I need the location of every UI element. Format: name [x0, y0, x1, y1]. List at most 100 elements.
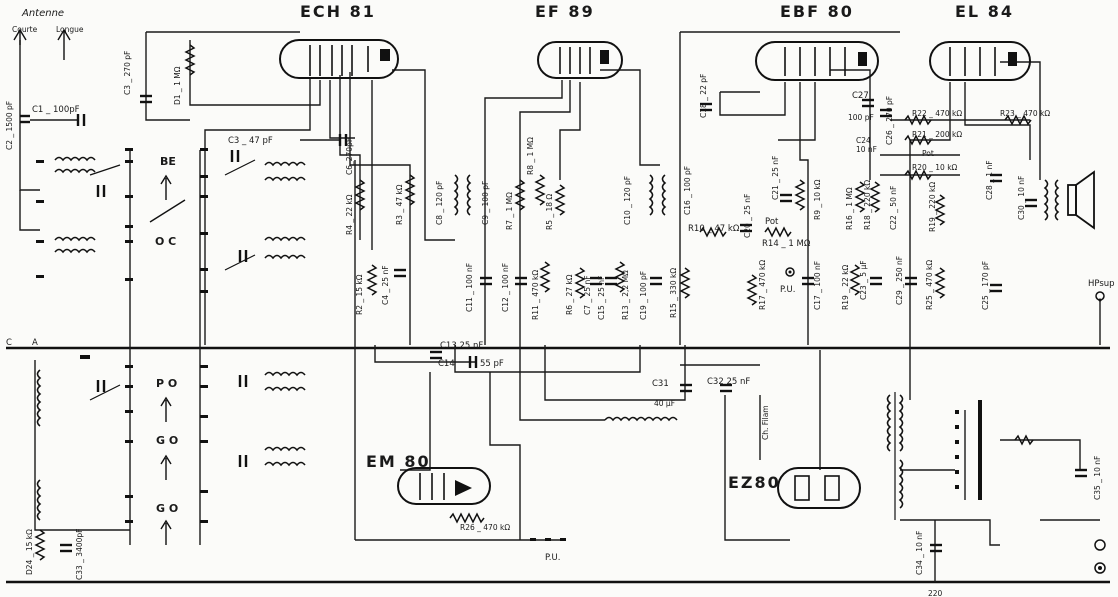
c24-value: 10 nF	[856, 145, 877, 154]
r19b-label: R19 _ 22 kΩ	[841, 264, 850, 310]
r26-label: R26 _ 470 kΩ	[460, 523, 510, 532]
antenna-title: Antenne	[21, 8, 64, 19]
c1-label: C1 _ 100pF	[32, 105, 80, 115]
em80-label: EM 80	[366, 452, 431, 471]
tube-ech81	[279, 39, 399, 79]
c25-label: C25 _ 170 pF	[981, 261, 990, 310]
el84-label: EL 84	[955, 2, 1014, 21]
r9-label: R9 _ 10 kΩ	[813, 179, 822, 220]
antenna-courte: Courte	[12, 25, 38, 34]
r4-label: R4 _ 22 kΩ	[345, 194, 354, 235]
c12-label: C12 _ 100 nF	[501, 263, 510, 312]
pot2-label: Pot	[922, 149, 934, 158]
wiring	[6, 31, 1110, 584]
capacitor-group	[20, 94, 1087, 553]
d24-label: D24 _ 15 kΩ	[25, 529, 34, 575]
c5-label: C3 _ 47 pF	[228, 136, 273, 146]
antenna-labels: Antenne Courte Longue	[12, 8, 84, 34]
c22-label: C22 _ 50 nF	[889, 186, 898, 230]
c35-label: C35 _ 10 nF	[1093, 456, 1102, 500]
r25-label: R25 _ 470 kΩ	[925, 260, 934, 310]
c19-label: C19 _ 100 pF	[639, 271, 648, 320]
resistor-group	[34, 44, 1034, 561]
c15-label: C15 _ 25 nF	[597, 276, 606, 320]
hp-label: HPsup	[1088, 279, 1115, 289]
c11-label: C11 _ 100 nF	[465, 263, 474, 312]
loudspeaker-icon	[1067, 170, 1095, 230]
c20-label: C20 _ 25 nF	[743, 194, 752, 238]
c7-label: C7 _ 25 nF	[583, 275, 592, 315]
tube-ez80	[777, 467, 861, 509]
r8-label: R8 _ 1 MΩ	[526, 137, 535, 175]
c9-label: C9 _ 100 pF	[481, 181, 490, 225]
c16-label: C16 _ 100 pF	[683, 166, 692, 215]
c10-label: C10 _ 120 pF	[623, 176, 632, 225]
component-labels: C1 _ 100pF C2 _ 1500 pF C3 _ 270 pF C3 _…	[5, 51, 1115, 597]
tube-em80	[397, 467, 491, 505]
r2-label: R2 _ 15 kΩ	[355, 274, 364, 315]
c13-label: C13 25 nF	[440, 341, 483, 351]
switch-go1: G O	[156, 434, 178, 447]
c14-label: C14	[438, 359, 455, 369]
arrow-group	[160, 174, 172, 545]
switch-oc: O C	[155, 235, 176, 248]
c18-value: C18 _ 22 pF	[699, 74, 708, 118]
c27-value: 100 pF	[848, 113, 874, 122]
r13-label: R13 _ 2,2 MΩ	[621, 270, 630, 320]
c17-label: C17 _ 100 nF	[813, 261, 822, 310]
r11-label: R11 _ 470 kΩ	[531, 270, 540, 320]
r14-label: R14 _ 1 MΩ	[762, 239, 811, 249]
ef89-label: EF 89	[535, 2, 595, 21]
r5-label: R5 _ 18 Ω	[545, 194, 554, 230]
c27-label: C27	[852, 91, 869, 101]
pu1-label: P.U.	[780, 285, 795, 295]
r23-label: R23 _ 470 kΩ	[1000, 109, 1050, 118]
r17-label: R17 _ 470 kΩ	[758, 260, 767, 310]
c2-label: C2 _ 1500 pF	[5, 101, 14, 150]
c4-label: C4 _ 25 nF	[381, 265, 390, 305]
c33-label: C33 _ 3400pF	[75, 529, 84, 580]
c21-label: C21 _ 25 nF	[771, 156, 780, 200]
c34-label: C34 _ 10 nF	[915, 531, 924, 575]
r20-label: R20 _ 10 kΩ	[912, 163, 958, 172]
c3-label: C3 _ 270 pF	[123, 51, 132, 95]
r22-label: R22 _ 470 kΩ	[912, 109, 962, 118]
switch-be: BE	[160, 155, 176, 168]
ech81-label: ECH 81	[300, 2, 376, 21]
ez80-label: EZ80	[728, 473, 781, 492]
r16-label: R16 _ 1 MΩ	[845, 187, 854, 230]
c29-label: C29 _ 250 nF	[895, 256, 904, 305]
r21-label: R21 _ 200 kΩ	[912, 130, 962, 139]
c31-label: C31	[652, 379, 669, 389]
switch-labels: BE O C P O G O G O C A	[6, 155, 178, 515]
c8-label: C8 _ 120 pF	[435, 181, 444, 225]
r19-label: R19 _ 220 kΩ	[928, 182, 937, 232]
chfil-label: Ch. Filam	[761, 405, 770, 440]
r7-label: R7 _ 1 MΩ	[505, 192, 514, 230]
c30-label: C30 _ 10 nF	[1017, 176, 1026, 220]
switch-go2: G O	[156, 502, 178, 515]
r10-label: R10 _ 47 kΩ	[688, 224, 740, 234]
c14-value: 55 pF	[480, 359, 504, 369]
antenna-icon	[13, 28, 71, 60]
pot-label: Pot	[765, 217, 779, 227]
c23-label: C23 _ 5 µF	[859, 260, 868, 300]
c6-label: C6_270pF	[345, 138, 354, 175]
variable-capacitor-group	[89, 159, 256, 401]
mains-label: 220	[928, 589, 943, 597]
r18-label: R18 _ 220 kΩ	[863, 180, 872, 230]
switch-po: P O	[156, 377, 177, 390]
tube-ef89	[537, 41, 623, 79]
jack-group	[530, 267, 1106, 574]
r15-label: R15 _ 330 kΩ	[669, 268, 678, 318]
c26-label: C26 _ 270 pF	[885, 96, 894, 145]
switch-a: A	[32, 338, 38, 348]
antenna-longue: Longue	[56, 25, 84, 34]
r3-label: R3 _ 47 kΩ	[395, 184, 404, 225]
c32-label: C32 25 nF	[707, 377, 750, 387]
coil-group	[36, 156, 1060, 521]
d1-label: D1 _ 1 MΩ	[173, 66, 182, 105]
tube-el84	[929, 41, 1031, 81]
